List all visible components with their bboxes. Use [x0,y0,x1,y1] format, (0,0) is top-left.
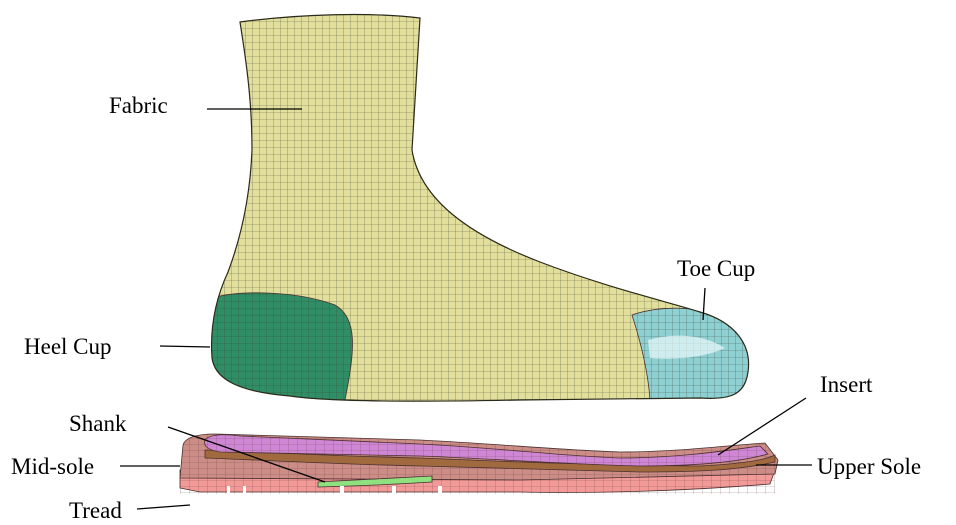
sole-assembly [180,432,780,496]
tread-leader [137,505,190,509]
fabric-upper [200,10,760,410]
upper-sole-label: Upper Sole [817,455,921,478]
toe-cup-label: Toe Cup [677,257,755,280]
insert-label: Insert [820,373,872,396]
shank-label: Shank [69,412,127,435]
tread-label: Tread [69,499,122,522]
heel-cup-label: Heel Cup [24,335,112,358]
heel-cup-leader [160,346,210,347]
fabric-label: Fabric [109,94,168,117]
mid-sole-label: Mid-sole [11,455,94,478]
